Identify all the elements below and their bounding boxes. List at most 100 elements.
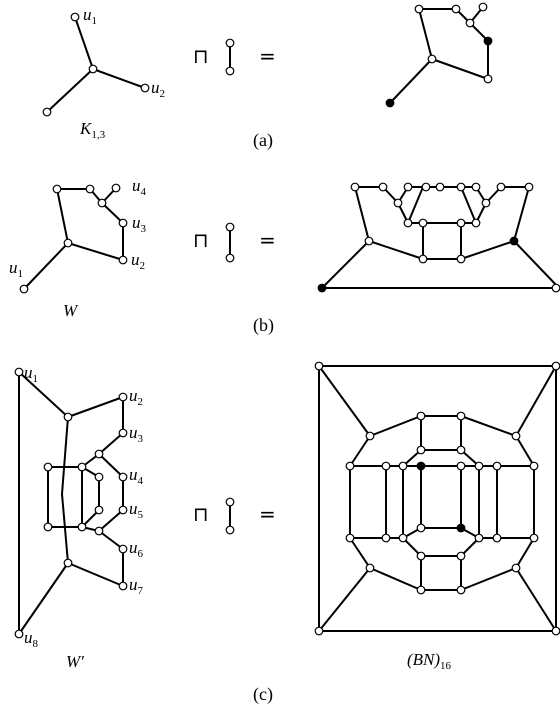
vertex	[77, 462, 87, 472]
vertex-u1	[70, 12, 80, 22]
graph-bn16: (BN)16	[314, 361, 560, 672]
label-u3: u3	[129, 423, 144, 445]
vertex	[451, 4, 461, 14]
vertex	[551, 626, 560, 636]
vertex	[471, 218, 481, 228]
vertex	[97, 198, 107, 208]
vertex	[225, 66, 235, 76]
panel-b: u4 u3 u2 u1 W ⊓ =	[9, 176, 560, 336]
vertex	[414, 4, 424, 14]
graph-name-w-prime: W′	[66, 652, 84, 671]
graph-name-w: W	[63, 301, 79, 320]
edge	[420, 415, 462, 451]
edge	[515, 567, 557, 632]
edge	[61, 493, 69, 564]
vertex	[85, 184, 95, 194]
edge	[496, 465, 535, 539]
vertex	[77, 522, 87, 532]
vertex	[456, 461, 466, 471]
label-u2: u2	[131, 250, 145, 272]
vertex	[398, 461, 408, 471]
vertex	[416, 445, 426, 455]
graph-k2	[225, 497, 235, 535]
graph-name-bn16: (BN)16	[407, 650, 452, 672]
label-u2: u2	[129, 386, 143, 408]
edge	[485, 186, 560, 289]
edge	[460, 186, 477, 224]
vertex	[365, 431, 375, 441]
edge	[420, 555, 462, 591]
edge	[61, 416, 69, 495]
edge	[318, 365, 371, 437]
caption-c: (c)	[253, 684, 273, 705]
vertex-filled	[416, 461, 426, 471]
vertex	[421, 182, 431, 192]
vertex	[478, 2, 488, 12]
edge	[92, 68, 146, 89]
vertex	[94, 472, 104, 482]
vertex-filled	[509, 236, 519, 246]
vertex-u3	[118, 218, 128, 228]
graph-k13: u1 u2 K1,3	[42, 5, 165, 141]
vertex	[456, 254, 466, 264]
product-operator: ⊓	[193, 502, 209, 526]
vertex	[63, 558, 73, 568]
vertex	[481, 198, 491, 208]
panel-c: u1 u2 u3 u4 u5 u6 u7 u8 W′ ⊓ =	[14, 361, 560, 705]
vertex	[225, 222, 235, 232]
edge	[460, 240, 515, 260]
label-u5: u5	[129, 499, 144, 521]
label-u7: u7	[129, 575, 144, 597]
vertex	[456, 411, 466, 421]
vertex	[529, 461, 539, 471]
label-u6: u6	[129, 538, 144, 560]
vertex-u2	[140, 83, 150, 93]
vertex-u3	[118, 428, 128, 438]
vertex-filled	[456, 523, 466, 533]
vertex	[43, 462, 53, 472]
vertex-u4	[118, 472, 128, 482]
vertex-u7	[118, 581, 128, 591]
label-u1: u1	[24, 363, 38, 385]
vertex	[483, 74, 493, 84]
vertex	[427, 54, 437, 64]
vertex	[456, 218, 466, 228]
vertex	[471, 182, 481, 192]
vertex	[378, 182, 388, 192]
vertex	[225, 253, 235, 263]
vertex	[225, 38, 235, 48]
vertex	[416, 551, 426, 561]
vertex-center	[88, 64, 98, 74]
equals-sign: =	[259, 228, 276, 252]
vertex	[416, 523, 426, 533]
vertex	[492, 533, 502, 543]
edge	[420, 465, 462, 529]
vertex	[551, 361, 560, 371]
vertex	[381, 461, 391, 471]
vertex	[529, 533, 539, 543]
vertex	[345, 461, 355, 471]
vertex-filled	[483, 36, 493, 46]
caption-a: (a)	[253, 130, 273, 151]
vertex-u6	[118, 544, 128, 554]
label-u1: u1	[9, 258, 23, 280]
label-u4: u4	[129, 465, 144, 487]
vertex-filled	[317, 283, 327, 293]
graph-w: u4 u3 u2 u1 W	[9, 176, 147, 320]
vertex	[63, 412, 73, 422]
graph-name-k13: K1,3	[79, 119, 106, 141]
vertex-u8	[14, 629, 24, 639]
caption-b: (b)	[253, 315, 274, 336]
edge	[349, 465, 387, 539]
vertex	[365, 563, 375, 573]
vertex-filled	[385, 98, 395, 108]
vertex	[492, 461, 502, 471]
edge	[422, 222, 462, 260]
graph-result-b	[317, 182, 560, 293]
vertex-u4	[111, 183, 121, 193]
edge	[74, 16, 94, 70]
vertex	[511, 431, 521, 441]
product-operator: ⊓	[193, 228, 209, 252]
label-u4: u4	[132, 176, 147, 198]
vertex	[474, 461, 484, 471]
